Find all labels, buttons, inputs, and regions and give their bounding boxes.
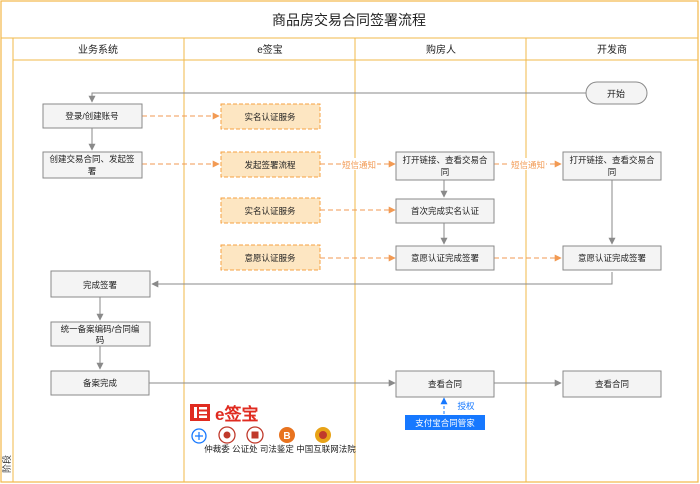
node-buyer-open-line2: 同 — [441, 167, 450, 177]
node-buyer-view[interactable] — [395, 370, 495, 398]
node-dev-open-line1: 打开链接、查看交易合 — [569, 155, 655, 165]
node-buyer-alipay-label: 支付宝合同管家 — [415, 418, 475, 428]
node-biz-code-line1: 统一备案编码/合同编 — [61, 324, 140, 334]
alipay-icon — [191, 428, 207, 444]
diagram-title: 商品房交易合同签署流程 — [272, 12, 426, 28]
node-esign-realname-2[interactable] — [220, 197, 321, 224]
node-esign-flow[interactable] — [220, 151, 321, 178]
node-biz-record-label: 备案完成 — [83, 378, 118, 388]
node-dev-open[interactable] — [562, 151, 662, 181]
lane-header-buyer: 购房人 — [426, 43, 456, 56]
node-dev-will[interactable] — [562, 245, 662, 271]
node-biz-code[interactable] — [50, 321, 151, 347]
node-biz-create[interactable] — [42, 151, 143, 179]
node-biz-create-line2: 署 — [88, 166, 97, 176]
node-biz-create-line1: 创建交易合同、发起签 — [49, 154, 135, 164]
esign-logo-bar-4 — [199, 415, 207, 418]
node-buyer-first[interactable] — [395, 198, 495, 224]
sms-label-bg-1 — [341, 158, 377, 170]
node-biz-code-line2: 码 — [96, 335, 105, 345]
lane-header-business: 业务系统 — [78, 43, 118, 56]
node-esign-flow-label: 发起签署流程 — [244, 160, 296, 170]
esign-logo-bar-3 — [199, 411, 207, 414]
node-biz-record[interactable] — [50, 370, 150, 396]
node-buyer-view-label: 查看合同 — [428, 379, 462, 389]
arbitration-seal-icon — [218, 426, 236, 444]
edge-devwill-to-complete — [151, 272, 613, 288]
notary-seal-icon — [246, 426, 264, 444]
node-biz-complete-label: 完成签署 — [83, 280, 118, 290]
start-node[interactable] — [585, 81, 648, 105]
node-biz-login[interactable] — [42, 103, 143, 129]
node-esign-realname-2-label: 实名认证服务 — [244, 206, 296, 216]
esign-logo-bar-2 — [199, 407, 207, 410]
esign-logo: e签宝 — [190, 404, 258, 424]
node-buyer-open[interactable] — [395, 151, 495, 181]
edge-label-sms-1: 短信通知 — [342, 160, 376, 170]
edge-label-auth: 授权 — [457, 401, 475, 411]
node-esign-realname-1-label: 实名认证服务 — [244, 112, 296, 122]
esign-logo-text: e签宝 — [215, 404, 258, 424]
esign-logo-bar-1 — [194, 407, 197, 418]
node-biz-complete[interactable] — [50, 270, 151, 298]
edge-start-to-login — [88, 92, 586, 103]
node-dev-view-label: 查看合同 — [595, 379, 629, 389]
node-dev-open-line2: 同 — [608, 167, 617, 177]
node-esign-will[interactable] — [220, 244, 321, 271]
sms-label-bg-2 — [510, 158, 546, 170]
node-biz-login-label: 登录/创建账号 — [65, 111, 118, 121]
node-esign-will-label: 意愿认证服务 — [244, 253, 296, 263]
blockchain-icon: B — [279, 427, 295, 443]
svg-text:B: B — [283, 431, 290, 442]
court-seal-icon — [315, 427, 331, 443]
stage-label: 阶段 — [1, 455, 12, 473]
node-buyer-open-line1: 打开链接、查看交易合 — [402, 155, 488, 165]
partner-names: 仲裁委 公证处 司法鉴定 中国互联网法院 — [204, 444, 356, 454]
node-buyer-alipay[interactable] — [405, 415, 485, 430]
node-buyer-will[interactable] — [395, 245, 495, 271]
node-dev-view[interactable] — [562, 370, 662, 398]
start-node-label: 开始 — [607, 88, 625, 99]
node-dev-will-label: 意愿认证完成签署 — [578, 253, 647, 263]
node-buyer-will-label: 意愿认证完成签署 — [411, 253, 480, 263]
edge-label-sms-2: 短信通知 — [511, 160, 545, 170]
lane-header-developer: 开发商 — [597, 43, 627, 56]
node-buyer-first-label: 首次完成实名认证 — [411, 206, 480, 216]
node-esign-realname-1[interactable] — [220, 103, 321, 130]
lane-header-esign: e签宝 — [257, 43, 283, 56]
